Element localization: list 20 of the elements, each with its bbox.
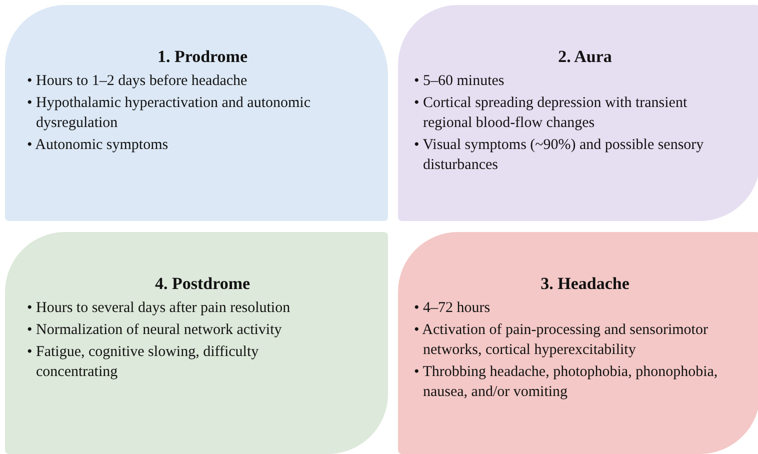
phase-card xyxy=(5,232,388,454)
phase-heading: 3. Headache xyxy=(540,274,630,294)
bullet-text: • Fatigue, cognitive slowing, difficulty concentrating xyxy=(27,343,260,382)
bullet-text: • 5–60 minutes xyxy=(414,72,506,91)
phase-heading: 4. Postdrome xyxy=(154,274,252,294)
bullet-text: • Autonomic symptoms xyxy=(27,136,170,155)
bullet-text: • Hours to several days after pain resolution xyxy=(27,299,292,318)
bullet-text: • Hours to 1–2 days before headache xyxy=(27,72,248,91)
bullet-text: • Cortical spreading depression with transient regional blood-flow changes xyxy=(414,94,688,133)
phase-card xyxy=(5,5,388,221)
phase-card xyxy=(398,232,758,454)
bullet-text: • Activation of pain-processing and sensorimotor networks, cortical hyperexcitability xyxy=(414,321,709,360)
bullet-text: • Visual symptoms (~90%) and possible sensory disturbances xyxy=(414,136,705,175)
phase-heading: 2. Aura xyxy=(557,47,613,67)
bullet-text: • Hypothalamic hyperactivation and autonomic dysregulation xyxy=(27,94,312,133)
bullet-text: • Throbbing headache, photophobia, phonophobia, nausea, and/or vomiting xyxy=(414,363,719,402)
phase-heading: 1. Prodrome xyxy=(156,47,249,67)
bullet-text: • 4–72 hours xyxy=(414,299,492,318)
bullet-text: • Normalization of neural network activity xyxy=(27,321,283,340)
phase-card xyxy=(398,5,758,221)
